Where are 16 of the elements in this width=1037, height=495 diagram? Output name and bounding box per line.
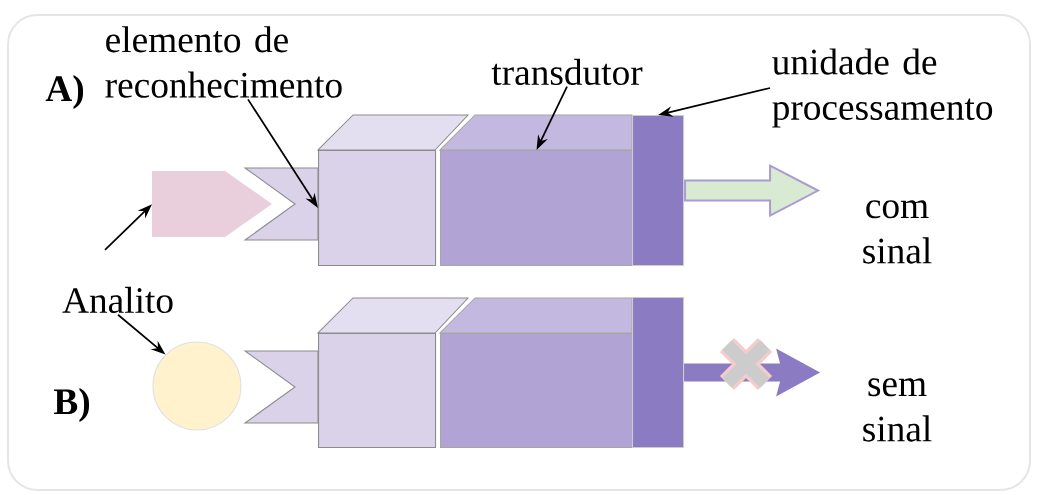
signal-label: com sinal (863, 200, 932, 264)
callout-text: transdutor (491, 58, 643, 86)
row-letter: B) (54, 388, 90, 422)
callout-text: unidade de processamento (772, 48, 993, 128)
recognition-element (243, 114, 470, 267)
recognition-element (243, 297, 470, 449)
signal-arrow (684, 348, 821, 397)
signal-label: sem sinal (863, 378, 932, 442)
processing-unit (632, 115, 685, 267)
callout-text: Analito (62, 286, 173, 314)
callout-text: elemento de reconhecimento (105, 26, 342, 98)
analyte-circle (152, 341, 242, 431)
row-letter: A) (45, 75, 84, 109)
signal-arrow (684, 163, 821, 218)
processing-unit (632, 297, 685, 449)
analyte-shape (152, 171, 272, 237)
